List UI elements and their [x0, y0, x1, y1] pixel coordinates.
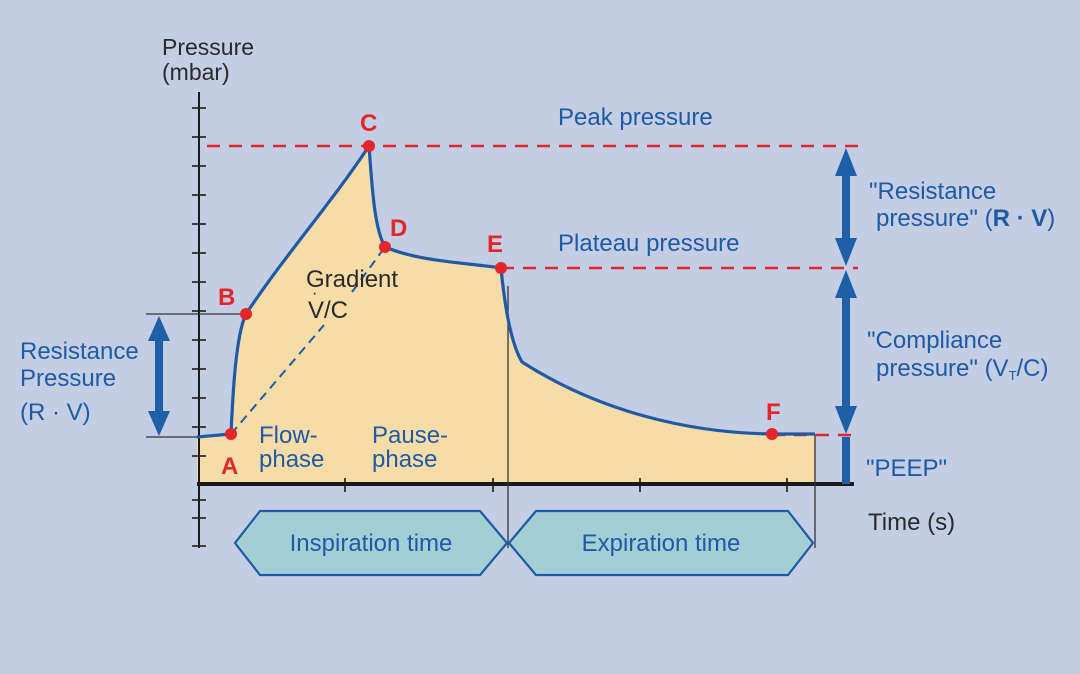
y-axis: [192, 92, 206, 548]
pause-phase-label: Pause- phase: [372, 422, 455, 473]
gradient-dot-mark: ·: [312, 285, 317, 302]
gradient-line-upper: [351, 246, 386, 293]
flow-phase-label: Flow- phase: [259, 422, 324, 473]
inspiration-time-bar: Inspiration time: [233, 509, 509, 577]
y-axis-label: Pressure (mbar): [162, 34, 260, 85]
point-label-e: E: [487, 231, 503, 258]
x-axis: [197, 478, 854, 492]
left-double-arrow-icon: [148, 316, 170, 436]
inspiration-time-label: Inspiration time: [290, 530, 453, 557]
resistance-pressure-label: "Resistance pressure" (R · V): [869, 178, 1055, 232]
point-label-d: D: [390, 215, 407, 242]
peak-pressure-label: Peak pressure: [558, 104, 713, 131]
peep-bar-icon: [842, 437, 850, 484]
right-compliance-arrow-icon: [835, 270, 857, 434]
curve-points: [225, 140, 778, 440]
right-resistance-arrow-icon: [835, 148, 857, 266]
point-b: [240, 308, 252, 320]
point-label-a: A: [221, 453, 238, 480]
expiration-time-bar: Expiration time: [507, 509, 815, 577]
point-f: [766, 428, 778, 440]
left-resistance-label: Resistance Pressure (R · V): [20, 338, 145, 426]
point-label-b: B: [218, 284, 235, 311]
peep-label: "PEEP": [866, 455, 947, 482]
gradient-label: Gradient V/C: [306, 266, 405, 324]
point-c: [363, 140, 375, 152]
point-e: [495, 262, 507, 274]
x-axis-label: Time (s): [868, 509, 955, 536]
point-label-f: F: [766, 399, 781, 426]
point-a: [225, 428, 237, 440]
point-d: [379, 241, 391, 253]
expiration-time-label: Expiration time: [582, 530, 741, 557]
point-label-c: C: [360, 110, 377, 137]
gradient-line: [230, 324, 325, 435]
plateau-pressure-label: Plateau pressure: [558, 230, 739, 257]
compliance-pressure-label: "Compliance pressure" (VT/C): [867, 327, 1049, 383]
